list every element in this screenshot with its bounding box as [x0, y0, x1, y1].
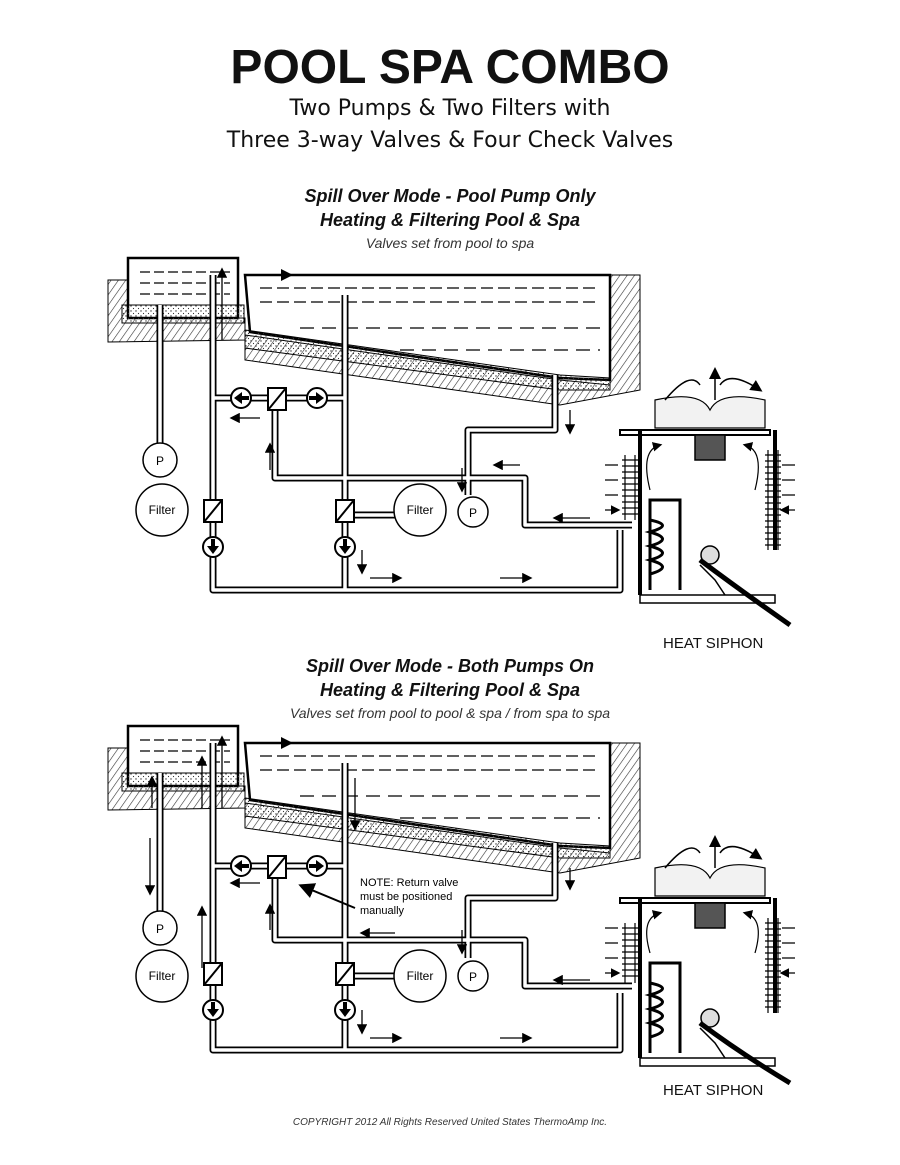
filter-right: Filter: [393, 483, 447, 537]
pump-left-label: P: [156, 922, 164, 936]
three-way-valve-2: [203, 962, 223, 986]
copyright: COPYRIGHT 2012 All Rights Reserved Unite…: [292, 1117, 608, 1128]
panel1-diagram: P Filter Filter P: [107, 256, 795, 628]
spa-wall-dots: [121, 304, 245, 324]
callout-line-2: must be positioned: [360, 891, 452, 903]
filter-right-label: Filter: [407, 503, 434, 517]
panel1-heading-2: Heating & Filtering Pool & Spa: [319, 210, 580, 230]
check-valve-1: [230, 855, 252, 877]
check-valve-2: [306, 855, 328, 877]
panel1-heading-1: Spill Over Mode - Pool Pump Only: [304, 186, 596, 206]
filter-right: Filter: [393, 949, 447, 1003]
heat-siphon-unit: [605, 367, 795, 628]
check-valve-3: [202, 536, 224, 558]
spa-wall-dots: [121, 772, 245, 792]
pool-floor-dots: [244, 329, 611, 391]
check-valve-4: [334, 999, 356, 1021]
panel1-heat-siphon-label: HEAT SIPHON: [663, 635, 764, 652]
panel1-note: Valves set from pool to spa: [365, 235, 535, 251]
pump-left: P: [142, 910, 178, 946]
check-valve-2: [306, 387, 328, 409]
panel2-diagram: P Filter Filter P NOTE: Return valve mus…: [107, 724, 795, 1086]
check-valve-3: [202, 999, 224, 1021]
three-way-valve-3: [335, 962, 355, 986]
pump-right-label: P: [469, 970, 477, 984]
pump-right-label: P: [469, 506, 477, 520]
pump-right: P: [457, 960, 489, 992]
page-title: POOL SPA COMBO: [230, 41, 670, 94]
heat-siphon-unit: [605, 835, 795, 1086]
subtitle-line-2: Three 3-way Valves & Four Check Valves: [226, 128, 674, 153]
panel2-heat-siphon-label: HEAT SIPHON: [663, 1082, 764, 1099]
filter-left: Filter: [135, 483, 189, 537]
check-valve-4: [334, 536, 356, 558]
callout-line-1: NOTE: Return valve: [360, 877, 458, 889]
pump-right: P: [457, 496, 489, 528]
callout-line-3: manually: [360, 905, 405, 917]
filter-left-label: Filter: [149, 969, 176, 983]
subtitle-line-1: Two Pumps & Two Filters with: [289, 96, 611, 121]
three-way-valve-1: [267, 855, 287, 879]
check-valve-1: [230, 387, 252, 409]
callout-note: NOTE: Return valve must be positioned ma…: [360, 877, 458, 917]
filter-left: Filter: [135, 949, 189, 1003]
panel2-heading-1: Spill Over Mode - Both Pumps On: [305, 656, 595, 676]
three-way-valve-1: [267, 387, 287, 411]
pool-floor-dots: [244, 797, 611, 859]
filter-left-label: Filter: [149, 503, 176, 517]
pump-left: P: [142, 442, 178, 478]
filter-right-label: Filter: [407, 969, 434, 983]
panel2-heading-2: Heating & Filtering Pool & Spa: [319, 680, 580, 700]
pump-left-label: P: [156, 454, 164, 468]
three-way-valve-2: [203, 499, 223, 523]
panel2-note: Valves set from pool to pool & spa / fro…: [289, 705, 611, 721]
three-way-valve-3: [335, 499, 355, 523]
